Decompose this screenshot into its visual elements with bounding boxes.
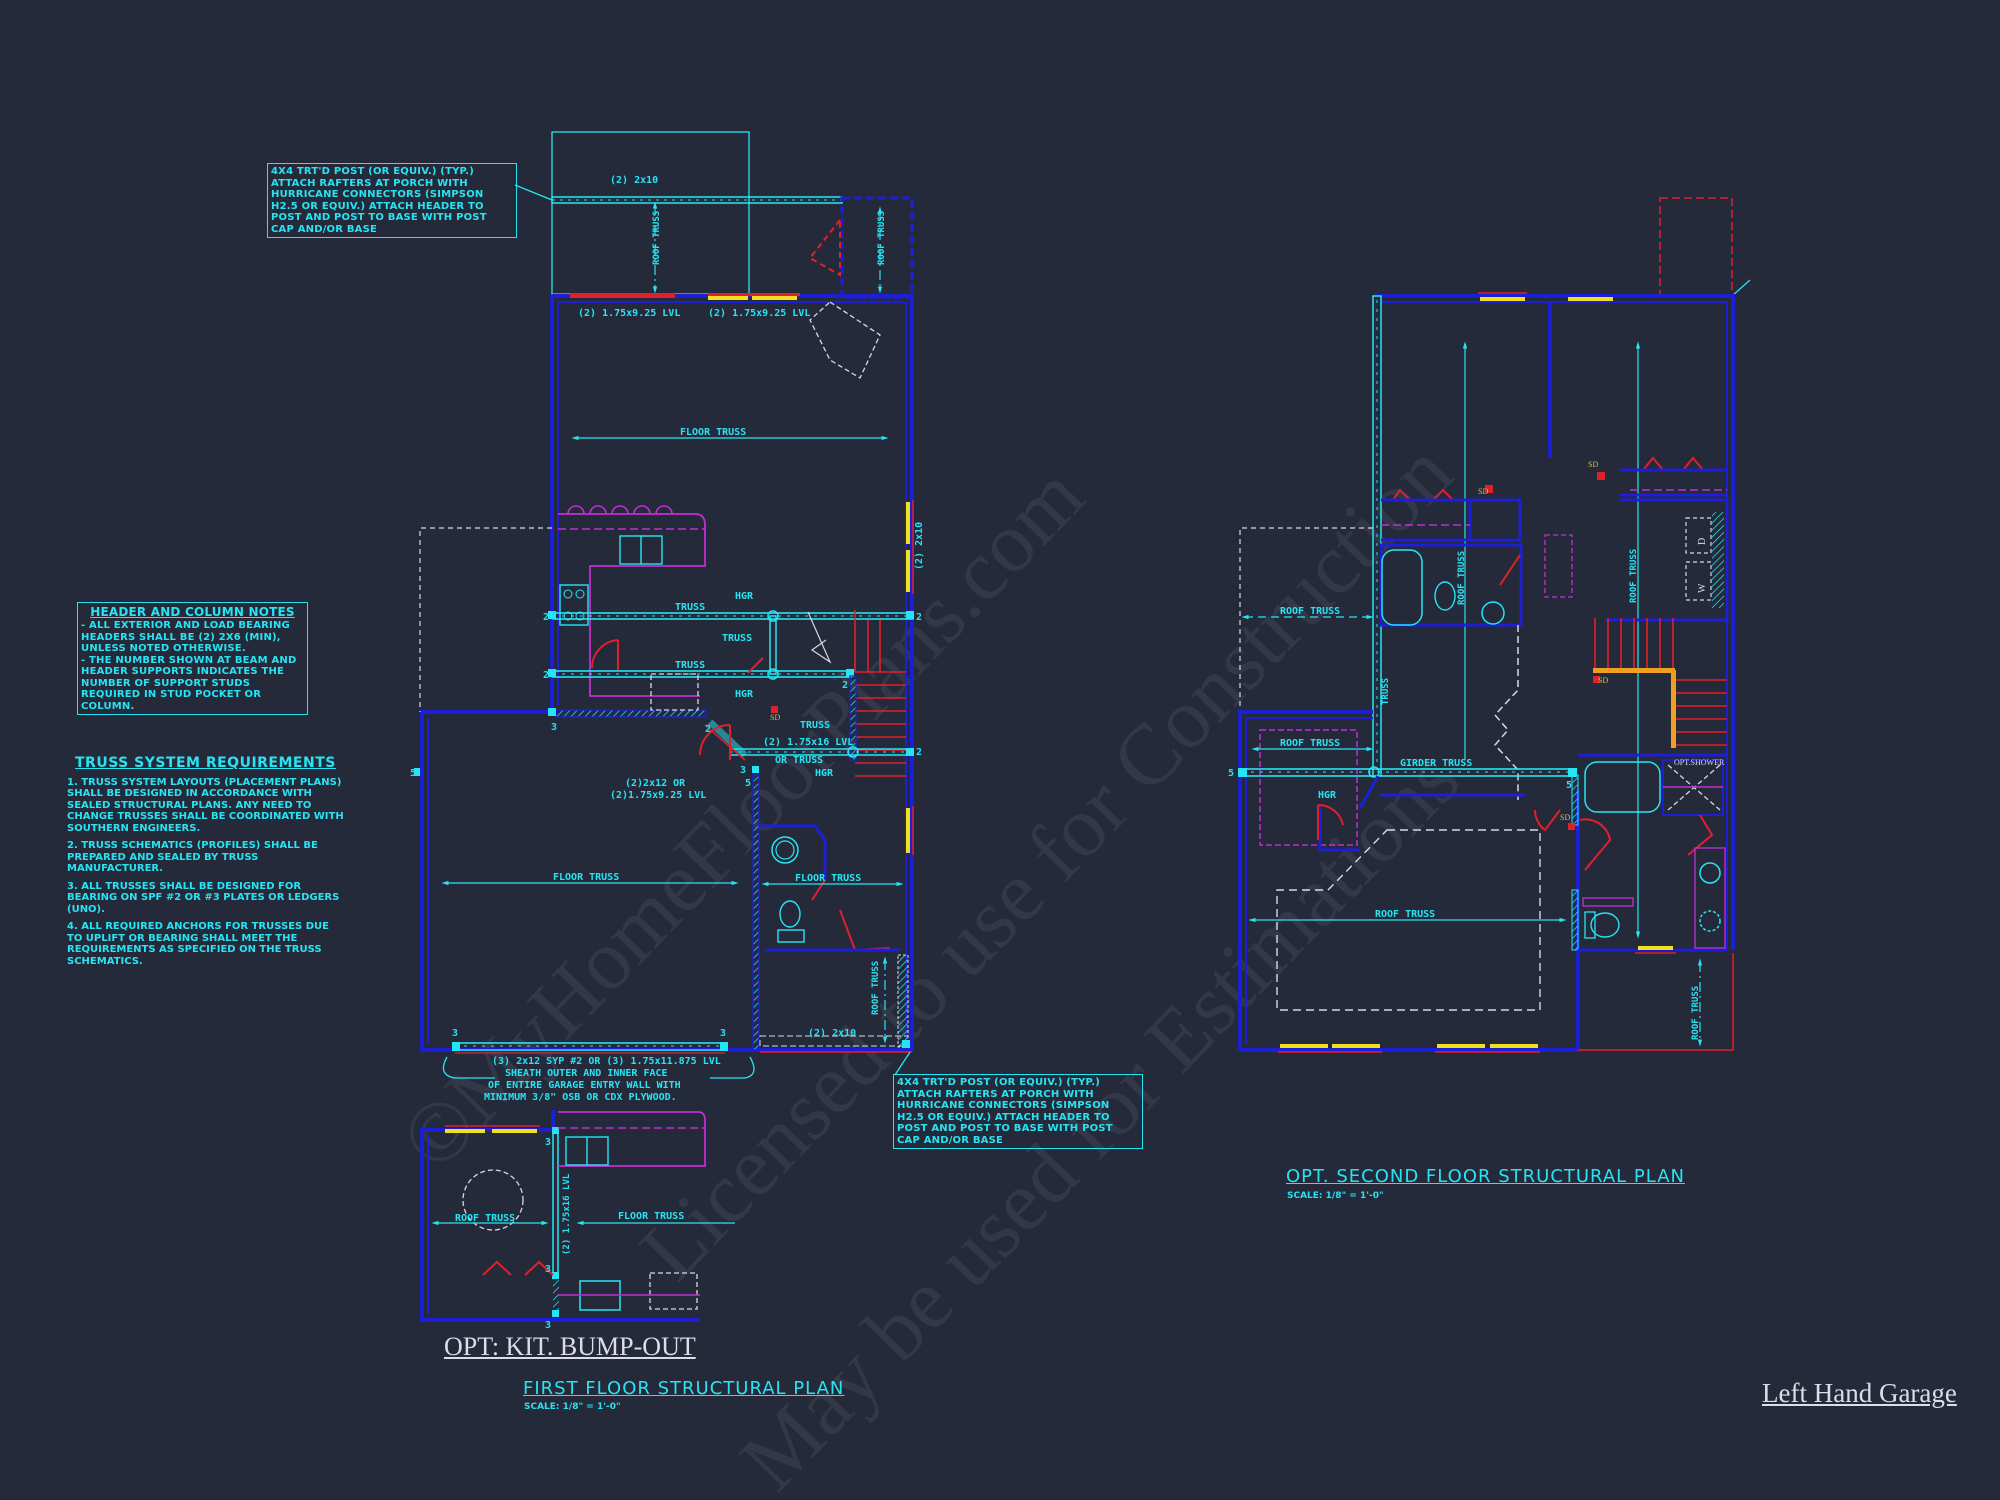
header-column-note-line: - THE NUMBER SHOWN AT BEAM AND HEADER SU…: [81, 654, 297, 712]
svg-text:HGR: HGR: [735, 591, 754, 602]
svg-text:MINIMUM 3/8" OSB OR CDX PLYWOO: MINIMUM 3/8" OSB OR CDX PLYWOOD.: [484, 1092, 677, 1103]
svg-text:SD: SD: [1598, 676, 1608, 685]
svg-text:3: 3: [452, 1028, 458, 1039]
svg-text:2: 2: [543, 670, 549, 681]
first-floor-plan-title: FIRST FLOOR STRUCTURAL PLAN: [523, 1378, 845, 1399]
svg-text:(2) 1.75x16 LVL: (2) 1.75x16 LVL: [763, 737, 853, 748]
porch-post-note-bottom: 4x4 TRT'D POST (OR EQUIV.) (TYP.) ATTACH…: [893, 1074, 1143, 1149]
kit-bump-out-title: OPT: KIT. BUMP-OUT: [444, 1332, 696, 1361]
svg-text:3: 3: [545, 1264, 551, 1275]
svg-text:SHEATH OUTER AND INNER FACE: SHEATH OUTER AND INNER FACE: [505, 1068, 668, 1079]
svg-text:TRUSS: TRUSS: [675, 660, 705, 671]
svg-text:3: 3: [551, 722, 557, 733]
svg-text:3: 3: [720, 1028, 726, 1039]
svg-text:2: 2: [705, 724, 711, 735]
svg-text:TRUSS: TRUSS: [675, 602, 705, 613]
garage-orientation-label: Left Hand Garage: [1762, 1378, 1957, 1408]
svg-text:2: 2: [916, 612, 922, 623]
svg-text:ROOF TRUSS: ROOF TRUSS: [1457, 551, 1467, 605]
svg-text:SD: SD: [1560, 813, 1570, 822]
truss-requirement-item: 1. TRUSS SYSTEM LAYOUTS (PLACEMENT PLANS…: [67, 776, 344, 834]
svg-text:5: 5: [1228, 768, 1234, 779]
svg-text:3: 3: [545, 1320, 551, 1331]
svg-text:ROOF TRUSS: ROOF TRUSS: [1375, 909, 1435, 920]
svg-text:(2) 1.75x9.25 LVL: (2) 1.75x9.25 LVL: [578, 308, 680, 319]
svg-text:OF ENTIRE GARAGE ENTRY WALL WI: OF ENTIRE GARAGE ENTRY WALL WITH: [488, 1080, 681, 1091]
header-column-note-line: - ALL EXTERIOR AND LOAD BEARING HEADERS …: [81, 620, 290, 654]
svg-text:FLOOR TRUSS: FLOOR TRUSS: [618, 1211, 684, 1222]
svg-text:SD: SD: [1588, 460, 1598, 469]
first-floor-plan-scale: SCALE: 1/8" = 1'-0": [524, 1402, 621, 1412]
truss-system-requirements: TRUSS SYSTEM REQUIREMENTS 1. TRUSS SYSTE…: [67, 755, 347, 973]
porch-post-note-top: 4x4 TRT'D POST (OR EQUIV.) (TYP.) ATTACH…: [267, 163, 517, 238]
svg-text:TRUSS: TRUSS: [1381, 678, 1391, 705]
second-floor-plan-title: OPT. SECOND FLOOR STRUCTURAL PLAN: [1286, 1166, 1685, 1187]
svg-text:HGR: HGR: [815, 768, 834, 779]
svg-text:TRUSS: TRUSS: [800, 720, 830, 731]
svg-text:ROOF TRUSS: ROOF TRUSS: [652, 211, 662, 265]
svg-text:W: W: [1697, 583, 1708, 593]
header-column-notes: HEADER AND COLUMN NOTES - ALL EXTERIOR A…: [77, 602, 308, 715]
svg-text:3: 3: [545, 1137, 551, 1148]
header-column-notes-title: HEADER AND COLUMN NOTES: [90, 605, 295, 619]
svg-text:HGR: HGR: [1318, 790, 1337, 801]
svg-text:ROOF TRUSS: ROOF TRUSS: [1280, 606, 1340, 617]
svg-text:3: 3: [740, 765, 746, 776]
svg-text:5: 5: [1566, 780, 1572, 791]
svg-text:2: 2: [543, 612, 549, 623]
svg-text:(3) 2x12 SYP #2 OR (3) 1.75x11: (3) 2x12 SYP #2 OR (3) 1.75x11.875 LVL: [492, 1056, 721, 1067]
svg-text:HGR: HGR: [735, 689, 754, 700]
truss-requirement-item: 2. TRUSS SCHEMATICS (PROFILES) SHALL BE …: [67, 840, 318, 874]
svg-text:FLOOR TRUSS: FLOOR TRUSS: [553, 872, 619, 883]
svg-text:5: 5: [745, 778, 751, 789]
svg-text:OPT.SHOWER: OPT.SHOWER: [1674, 758, 1725, 767]
porch-outline: [551, 131, 750, 295]
svg-text:(2) 2x10: (2) 2x10: [808, 1028, 856, 1039]
svg-text:2: 2: [842, 680, 848, 691]
svg-text:(2) 2x10: (2) 2x10: [914, 522, 925, 570]
svg-text:D: D: [1697, 538, 1708, 545]
first-floor-plan: (2) 2x10 (2) 1.75x9.25 LVL (2) 1.75x9.25…: [410, 131, 925, 1103]
second-floor-plan: ROOF TRUSS ROOF TRUSS GIRDER TRUSS HGR R…: [1228, 197, 1751, 1053]
truss-requirements-title: TRUSS SYSTEM REQUIREMENTS: [75, 755, 336, 771]
truss-requirement-item: 3. ALL TRUSSES SHALL BE DESIGNED FOR BEA…: [67, 880, 340, 915]
svg-text:SD: SD: [1478, 487, 1488, 496]
svg-text:(2)2x12 OR: (2)2x12 OR: [625, 778, 686, 789]
label-porch-beam: (2) 2x10: [610, 175, 658, 186]
svg-text:ROOF TRUSS: ROOF TRUSS: [1691, 986, 1701, 1040]
kitchen-bump-out-plan: ROOF TRUSS FLOOR TRUSS (2) 1.75x16 LVL 3…: [420, 1110, 735, 1331]
svg-text:FLOOR TRUSS: FLOOR TRUSS: [680, 427, 746, 438]
svg-text:FLOOR TRUSS: FLOOR TRUSS: [795, 873, 861, 884]
svg-text:ROOF TRUSS: ROOF TRUSS: [455, 1213, 515, 1224]
svg-text:GIRDER TRUSS: GIRDER TRUSS: [1400, 758, 1472, 769]
svg-text:5: 5: [410, 768, 416, 779]
svg-text:SD: SD: [770, 713, 780, 722]
svg-text:ROOF TRUSS: ROOF TRUSS: [877, 211, 887, 265]
svg-text:ROOF TRUSS: ROOF TRUSS: [871, 961, 881, 1015]
svg-text:(2) 1.75x16 LVL: (2) 1.75x16 LVL: [562, 1173, 572, 1255]
svg-text:ROOF TRUSS: ROOF TRUSS: [1629, 549, 1639, 603]
svg-text:TRUSS: TRUSS: [722, 633, 752, 644]
svg-text:OR TRUSS: OR TRUSS: [775, 755, 823, 766]
svg-text:2: 2: [916, 747, 922, 758]
truss-requirement-item: 4. ALL REQUIRED ANCHORS FOR TRUSSES DUE …: [67, 921, 329, 967]
svg-text:(2)1.75x9.25 LVL: (2)1.75x9.25 LVL: [610, 790, 706, 801]
svg-text:ROOF TRUSS: ROOF TRUSS: [1280, 738, 1340, 749]
svg-text:(2) 1.75x9.25 LVL: (2) 1.75x9.25 LVL: [708, 308, 810, 319]
second-floor-plan-scale: SCALE: 1/8" = 1'-0": [1287, 1191, 1384, 1201]
